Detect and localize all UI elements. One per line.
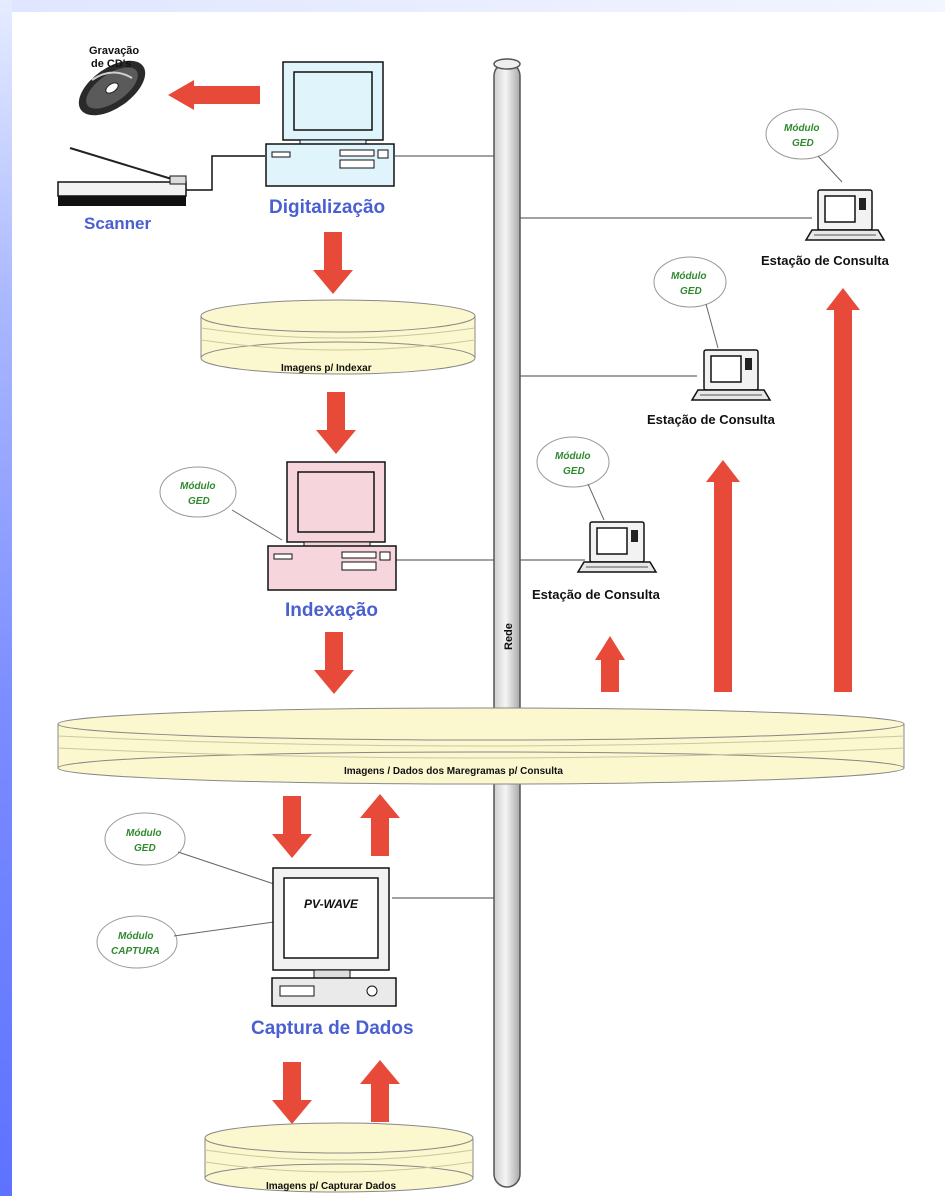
- arrow-up-4: [360, 794, 400, 856]
- desktop-computer-pink-icon: [267, 461, 397, 591]
- ged-bubble-modulo: Módulo: [555, 451, 591, 462]
- arrow-down-4: [272, 796, 312, 858]
- ged-bubble-station-3: Módulo GED: [765, 108, 843, 183]
- ged-bubble-modulo: Módulo: [126, 828, 162, 839]
- estacao-2-label: Estação de Consulta: [647, 412, 776, 427]
- cd-icon: [78, 60, 146, 116]
- digitalizacao-label: Digitalização: [269, 197, 385, 218]
- cd-label-line2: de CD's: [91, 58, 132, 70]
- side-band: [0, 0, 12, 1196]
- arrow-down-3: [314, 632, 354, 694]
- arrow-down-2: [316, 392, 356, 454]
- captura-bubble: Módulo CAPTURA: [96, 915, 275, 969]
- disk-capturar-icon: [204, 1122, 474, 1193]
- ged-bubble-modulo: Módulo: [784, 123, 820, 134]
- scanner-icon: [57, 147, 265, 206]
- indexacao-label: Indexação: [285, 600, 378, 621]
- disk-icon: [200, 299, 476, 375]
- arrow-down-1: [313, 232, 353, 294]
- laptop-icon: [691, 349, 771, 401]
- ged-bubble-ged: GED: [134, 843, 156, 854]
- arrow-to-cd: [168, 80, 260, 110]
- arrow-up-5: [360, 1060, 400, 1122]
- ged-bubble-ged: GED: [680, 286, 702, 297]
- laptop-icon: [577, 521, 657, 573]
- desktop-computer-icon: [265, 61, 395, 187]
- captura-bubble-modulo: Módulo: [118, 931, 154, 942]
- ged-bubble-ged: GED: [563, 466, 585, 477]
- arrow-up-station-3: [826, 288, 860, 692]
- ged-bubble-captura: Módulo GED: [104, 812, 275, 885]
- arrow-up-station-2: [706, 460, 740, 692]
- ged-bubble-indexacao: Módulo GED: [159, 466, 283, 541]
- laptop-icon: [805, 189, 885, 241]
- ged-bubble-ged: GED: [188, 496, 210, 507]
- disk-consulta-label: Imagens / Dados dos Maregramas p/ Consul…: [344, 766, 563, 777]
- scanner-label: Scanner: [84, 214, 151, 233]
- disk-capturar-label: Imagens p/ Capturar Dados: [266, 1181, 396, 1192]
- estacao-3-label: Estação de Consulta: [761, 253, 890, 268]
- top-band: [0, 0, 945, 12]
- disk-consulta-icon: [57, 707, 905, 785]
- monitor-icon: PV-WAVE: [271, 867, 397, 1007]
- disk-indexar-label: Imagens p/ Indexar: [281, 363, 372, 374]
- ged-bubble-modulo: Módulo: [180, 481, 216, 492]
- ged-bubble-station-2: Módulo GED: [653, 256, 727, 349]
- ged-bubble-modulo: Módulo: [671, 271, 707, 282]
- ged-bubble-station-1: Módulo GED: [536, 436, 610, 521]
- pv-wave-label: PV-WAVE: [304, 897, 359, 911]
- rede-label: Rede: [503, 623, 515, 650]
- captura-bubble-captura: CAPTURA: [111, 946, 160, 957]
- cd-label-line1: Gravação: [89, 45, 139, 57]
- estacao-1-label: Estação de Consulta: [532, 587, 661, 602]
- arrow-down-5: [272, 1062, 312, 1124]
- ged-bubble-ged: GED: [792, 138, 814, 149]
- network-pipe-icon: [493, 58, 521, 1188]
- arrow-up-station-1: [595, 636, 625, 692]
- captura-label: Captura de Dados: [251, 1018, 414, 1039]
